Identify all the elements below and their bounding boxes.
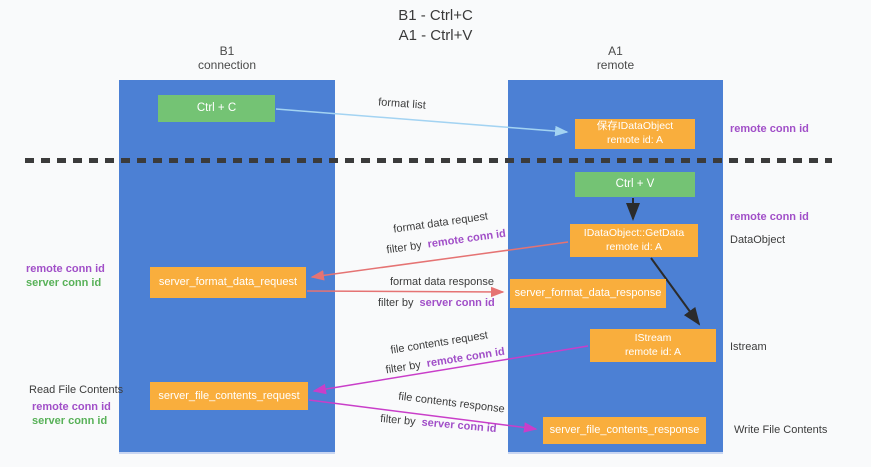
getdata-line1: IDataObject::GetData xyxy=(583,226,685,239)
ctrl-c-box: Ctrl + C xyxy=(158,95,275,122)
server-file-contents-request-box: server_file_contents_request xyxy=(150,382,308,410)
title-line-1: B1 - Ctrl+C xyxy=(398,7,473,24)
write-file-contents-label: Write File Contents xyxy=(734,424,828,436)
server-format-data-response-label: server_format_data_response xyxy=(514,287,662,300)
filter-by-text: filter by xyxy=(379,412,417,428)
ctrl-c-label: Ctrl + C xyxy=(196,102,237,115)
server-conn-id-text: server conn id xyxy=(419,297,495,309)
istream-side-label: Istream xyxy=(730,341,767,353)
server-file-contents-response-label: server_file_contents_response xyxy=(549,424,700,437)
save-idataobject-line1: 保存IDataObject xyxy=(596,120,674,133)
arrow-label-filter-server-1: filter by server conn id xyxy=(378,297,495,309)
server-format-data-request-box: server_format_data_request xyxy=(150,267,306,298)
server-conn-id-text: server conn id xyxy=(421,416,498,436)
column-a1-name: A1 xyxy=(608,44,623,58)
ctrl-v-label: Ctrl + V xyxy=(615,178,655,191)
column-b1-name: B1 xyxy=(219,44,235,58)
istream-box: IStream remote id: A xyxy=(590,329,716,362)
istream-line2: remote id: A xyxy=(624,345,682,358)
save-idataobject-box: 保存IDataObject remote id: A xyxy=(575,119,695,149)
clipboard-phase-separator xyxy=(25,158,832,163)
read-file-contents-label: Read File Contents xyxy=(29,384,124,396)
arrow-format-data-response xyxy=(306,286,505,298)
getdata-line2: remote id: A xyxy=(605,240,663,253)
remote-conn-id-label-bottom-left: remote conn id xyxy=(32,401,111,413)
diagram-title: B1 - Ctrl+C A1 - Ctrl+V xyxy=(0,6,871,47)
server-conn-id-label-bottom-left: server conn id xyxy=(32,415,108,427)
remote-conn-id-label-mid-right: remote conn id xyxy=(730,211,809,223)
filter-by-text: filter by xyxy=(378,297,414,309)
server-file-contents-response-box: server_file_contents_response xyxy=(543,417,706,444)
idataobject-getdata-box: IDataObject::GetData remote id: A xyxy=(570,224,698,257)
filter-by-text: filter by xyxy=(384,358,422,377)
arrow-label-format-list: format list xyxy=(377,96,427,112)
arrow-label-format-data-response: format data response xyxy=(390,276,494,288)
server-conn-id-label-left: server conn id xyxy=(26,277,102,289)
column-header-a1: A1 remote xyxy=(508,44,723,73)
save-idataobject-line2: remote id: A xyxy=(606,134,664,146)
arrow-label-filter-server-2: filter by server conn id xyxy=(380,413,497,435)
remote-conn-id-text: remote conn id xyxy=(426,227,507,251)
column-header-b1: B1 connection xyxy=(119,44,335,73)
column-a1-role: remote xyxy=(596,58,635,73)
arrow-label-file-contents-response: file contents response xyxy=(397,390,506,416)
server-format-data-request-label: server_format_data_request xyxy=(158,276,298,289)
istream-line1: IStream xyxy=(634,331,672,344)
filter-by-text: filter by xyxy=(385,239,423,257)
column-b1-role: connection xyxy=(197,58,257,73)
title-line-2: A1 - Ctrl+V xyxy=(398,27,473,45)
dataobject-label: DataObject xyxy=(730,234,786,246)
server-file-contents-request-label: server_file_contents_request xyxy=(158,389,300,402)
server-format-data-response-box: server_format_data_response xyxy=(510,279,666,308)
remote-conn-id-label-left: remote conn id xyxy=(26,263,105,275)
remote-conn-id-label-top-right: remote conn id xyxy=(730,123,809,135)
ctrl-v-box: Ctrl + V xyxy=(575,172,695,197)
